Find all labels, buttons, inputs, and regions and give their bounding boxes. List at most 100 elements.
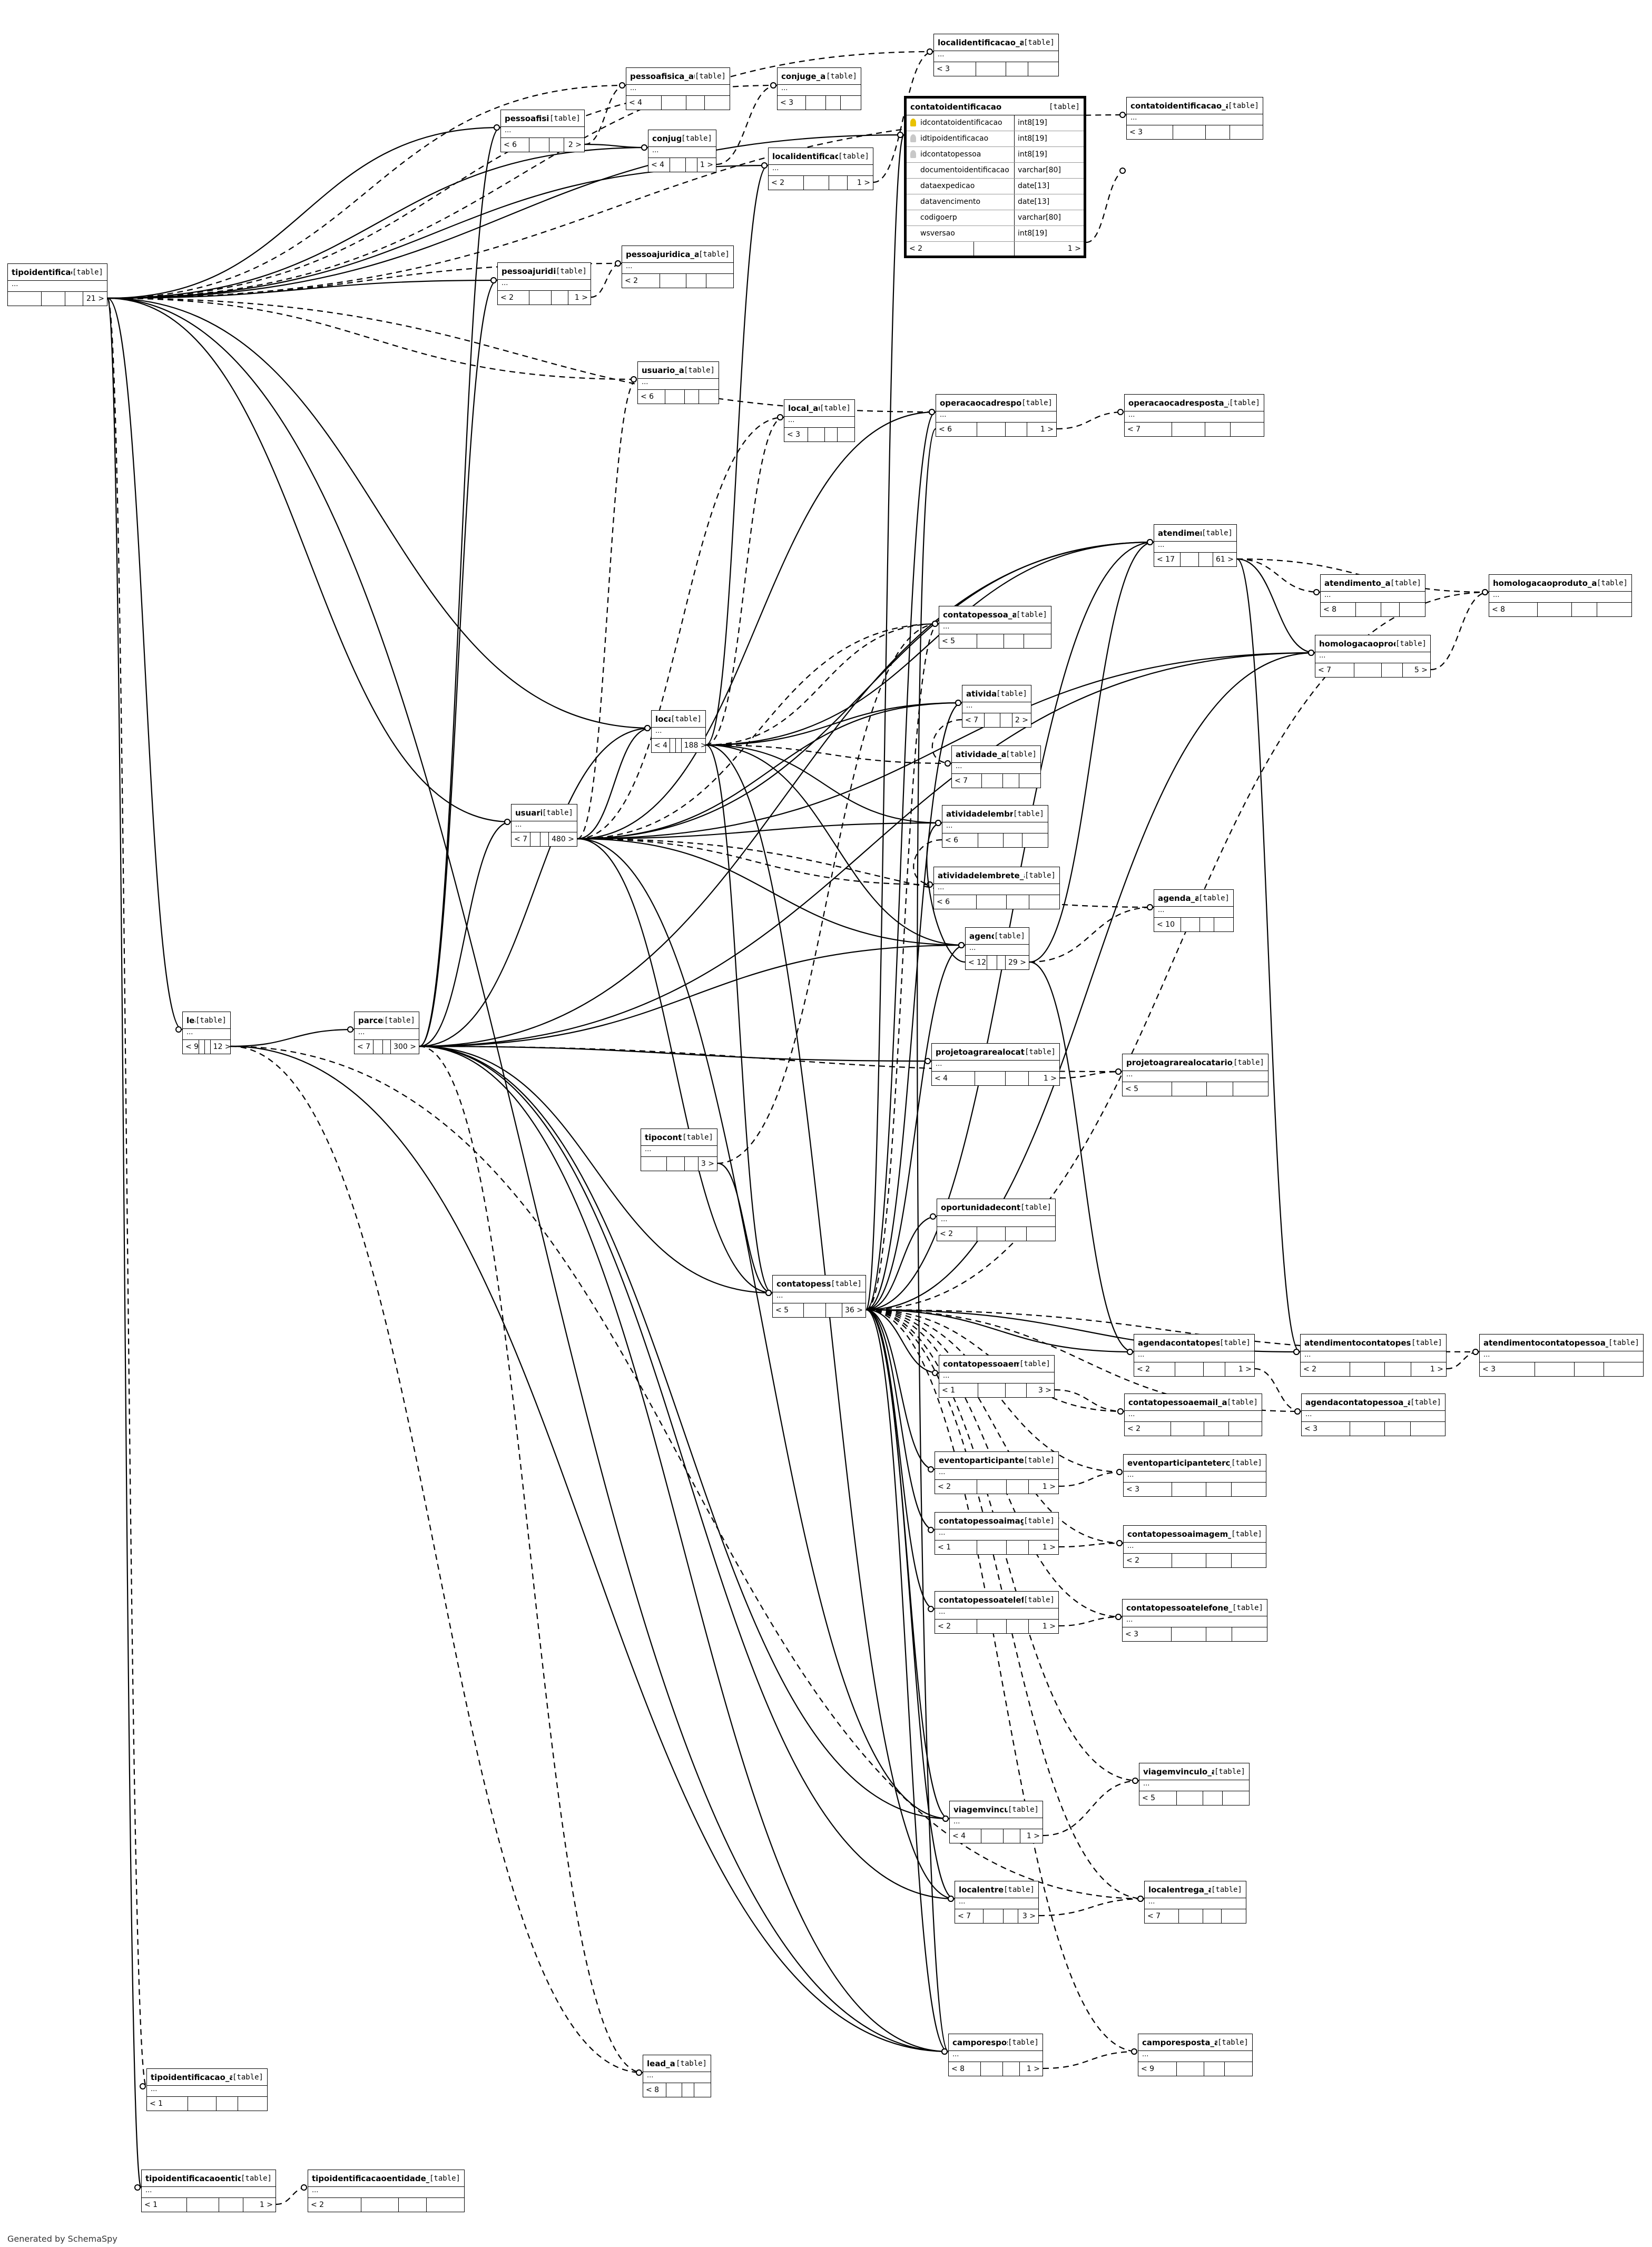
parent-count[interactable]: < 1: [935, 1540, 977, 1554]
parent-count[interactable]: < 8: [1489, 603, 1538, 616]
table-viagemvinculo_aud[interactable]: viagemvinculo_aud[table]...< 5: [1139, 1763, 1250, 1806]
parent-count[interactable]: < 9: [1138, 2062, 1177, 2076]
table-pessoafisica[interactable]: pessoafisica[table]...< 62 >: [500, 110, 585, 152]
parent-count[interactable]: < 7: [955, 1909, 984, 1923]
table-atividade[interactable]: atividade[table]...< 72 >: [962, 685, 1031, 728]
table-tipocontato[interactable]: tipocontato[table]...3 >: [641, 1129, 717, 1171]
table-lead[interactable]: lead[table]...< 912 >: [182, 1012, 231, 1054]
table-contatopessoa_aud[interactable]: contatopessoa_aud[table]...< 5: [939, 606, 1051, 649]
table-localidentificacao[interactable]: localidentificacao[table]...< 21 >: [768, 148, 873, 190]
child-count[interactable]: [1400, 603, 1425, 616]
table-operacaocadresposta[interactable]: operacaocadresposta[table]...< 61 >: [936, 394, 1057, 437]
child-count[interactable]: 3 >: [701, 1160, 714, 1168]
child-count[interactable]: 300 >: [394, 1043, 416, 1051]
child-count[interactable]: 1 >: [574, 293, 588, 302]
child-count[interactable]: 29 >: [1008, 958, 1026, 967]
child-count[interactable]: [1232, 1627, 1267, 1641]
child-count[interactable]: [1024, 634, 1051, 648]
parent-count[interactable]: < 7: [512, 832, 531, 846]
child-count[interactable]: 1 >: [1043, 1074, 1057, 1083]
parent-count[interactable]: < 6: [936, 423, 977, 436]
child-count[interactable]: [1232, 1483, 1266, 1496]
table-contatopessoaimagem_aud[interactable]: contatopessoaimagem_aud[table]...< 2: [1123, 1525, 1266, 1568]
table-viagemvinculo[interactable]: viagemvinculo[table]...< 41 >: [949, 1801, 1043, 1843]
parent-count[interactable]: < 1: [939, 1383, 979, 1397]
table-eventoparticipanteterc[interactable]: eventoparticipanteterc[table]...< 21 >: [935, 1451, 1059, 1494]
child-count[interactable]: [1028, 62, 1058, 76]
table-pessoajuridica[interactable]: pessoajuridica[table]...< 21 >: [497, 262, 591, 305]
table-contatopessoa[interactable]: contatopessoa[table]...< 536 >: [772, 1275, 866, 1318]
child-count[interactable]: 1 >: [259, 2201, 273, 2209]
parent-count[interactable]: < 6: [934, 895, 977, 909]
parent-count[interactable]: < 7: [962, 713, 985, 727]
parent-count[interactable]: < 7: [355, 1040, 374, 1054]
parent-count[interactable]: < 5: [1123, 1082, 1172, 1096]
table-atendimentocontatopessoa[interactable]: atendimentocontatopessoa[table]...< 21 >: [1300, 1334, 1447, 1377]
table-pessoafisica_aud[interactable]: pessoafisica_aud[table]...< 4: [626, 67, 730, 110]
child-count[interactable]: [1232, 1554, 1266, 1567]
parent-count[interactable]: < 6: [501, 138, 529, 152]
parent-count[interactable]: < 12: [966, 956, 987, 969]
child-count[interactable]: 1 >: [1042, 1483, 1056, 1491]
child-count[interactable]: [1019, 774, 1040, 788]
child-count[interactable]: [1225, 2062, 1252, 2076]
parent-count[interactable]: < 3: [778, 96, 806, 110]
table-homologacaoproduto[interactable]: homologacaoproduto[table]...< 75 >: [1315, 635, 1431, 678]
parent-count[interactable]: < 3: [1480, 1362, 1536, 1376]
table-projetoagrarealocatario_aud[interactable]: projetoagrarealocatario_aud[table]...< 5: [1122, 1054, 1268, 1096]
parent-count[interactable]: < 5: [1139, 1791, 1177, 1805]
parent-count[interactable]: < 3: [1124, 1483, 1172, 1496]
parent-count[interactable]: < 3: [1127, 125, 1173, 139]
table-tipoidentificacao_aud[interactable]: tipoidentificacao_aud[table]...< 1: [146, 2068, 268, 2111]
table-atendimento_aud[interactable]: atendimento_aud[table]...< 8: [1320, 574, 1425, 617]
parent-count[interactable]: < 7: [1145, 1909, 1179, 1923]
child-count[interactable]: 1 >: [1026, 1832, 1040, 1840]
table-projetoagrarealocatario[interactable]: projetoagrarealocatario[table]...< 41 >: [931, 1043, 1060, 1086]
table-oportunidadecontato[interactable]: oportunidadecontato[table]...< 2: [937, 1199, 1056, 1241]
parent-count[interactable]: < 4: [932, 1072, 976, 1085]
child-count[interactable]: 1 >: [1042, 1543, 1056, 1552]
table-tipoidentificacao[interactable]: tipoidentificacao[table]...21 >: [7, 263, 107, 306]
child-count[interactable]: [427, 2198, 464, 2212]
child-count[interactable]: [1223, 1791, 1249, 1805]
table-localentrega[interactable]: localentrega[table]...< 73 >: [955, 1881, 1039, 1924]
child-count[interactable]: [1229, 1422, 1262, 1436]
table-conjuge[interactable]: conjuge[table]...< 41 >: [648, 130, 716, 172]
parent-count[interactable]: < 6: [638, 390, 666, 404]
parent-count[interactable]: < 17: [1154, 553, 1181, 566]
table-local_aud[interactable]: local_aud[table]...< 3: [784, 399, 855, 442]
child-count[interactable]: 1 >: [1238, 1365, 1252, 1373]
child-count[interactable]: 1 >: [1026, 2065, 1040, 2073]
table-contatoidentificacao_aud[interactable]: contatoidentificacao_aud[table]...< 3: [1126, 97, 1263, 140]
child-count[interactable]: [1222, 1909, 1246, 1923]
child-count[interactable]: [1604, 1362, 1643, 1376]
child-count[interactable]: [705, 96, 730, 110]
parent-count[interactable]: < 1: [147, 2097, 188, 2111]
parent-count[interactable]: < 2: [907, 242, 974, 256]
parent-count[interactable]: < 5: [773, 1303, 804, 1317]
child-count[interactable]: 1 >: [857, 179, 870, 187]
child-count[interactable]: 2 >: [568, 141, 582, 149]
child-count[interactable]: 1 >: [700, 161, 713, 169]
child-count[interactable]: [841, 96, 861, 110]
child-count[interactable]: 1 >: [1430, 1365, 1443, 1373]
table-contatoidentificacao[interactable]: contatoidentificacao[table]idcontatoiden…: [904, 96, 1086, 258]
child-count[interactable]: 21 >: [86, 295, 104, 303]
child-count[interactable]: [1233, 1082, 1268, 1096]
table-agendacontatopessoa[interactable]: agendacontatopessoa[table]...< 21 >: [1134, 1334, 1255, 1377]
parent-count[interactable]: < 4: [626, 96, 662, 110]
parent-count[interactable]: < 2: [937, 1227, 978, 1241]
child-count[interactable]: [1231, 423, 1264, 436]
child-count[interactable]: 1 >: [1040, 425, 1054, 434]
parent-count[interactable]: < 8: [643, 2083, 666, 2097]
table-eventoparticipanteterc_aud[interactable]: eventoparticipanteterc_aud[table]...< 3: [1123, 1454, 1266, 1497]
table-lead_aud[interactable]: lead_aud[table]...< 8: [643, 2055, 711, 2097]
child-count[interactable]: 36 >: [845, 1306, 863, 1314]
table-tipoidentificacaoentidade_aud[interactable]: tipoidentificacaoentidade_aud[table]...<…: [308, 2170, 465, 2212]
table-contatopessoaimagem[interactable]: contatopessoaimagem[table]...< 11 >: [935, 1512, 1059, 1555]
